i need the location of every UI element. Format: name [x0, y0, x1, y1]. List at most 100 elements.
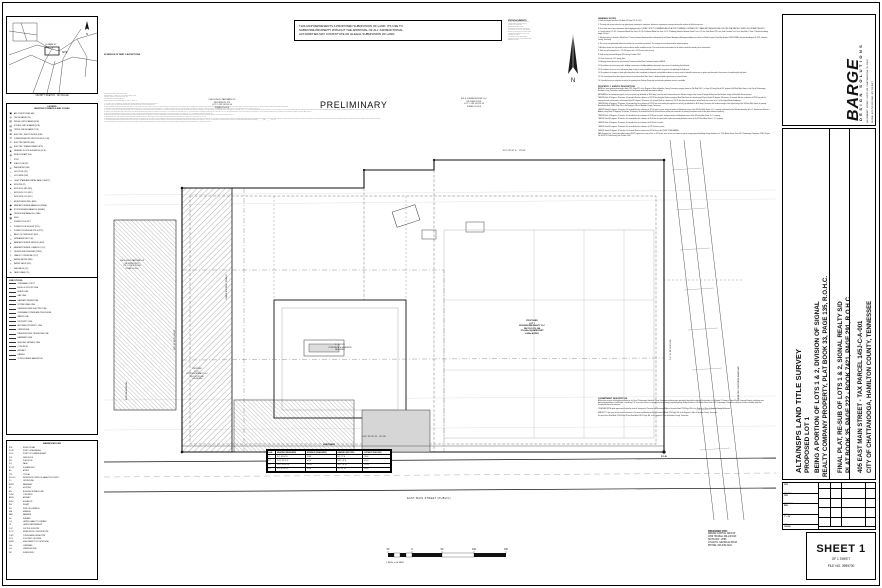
- abbreviation-row: MIN.MINIMUM: [7, 511, 97, 514]
- abbreviation-row: D.I.P.DUCTILE IRON PIPE: [7, 528, 97, 531]
- revision-field-value: JPM: [784, 484, 788, 486]
- revision-field-value: 10/2024: [784, 526, 791, 529]
- legend-symbol-icon: ⌾: [9, 250, 12, 254]
- legend-linetype-label: FENCE LINE: [17, 291, 29, 294]
- legend-symbol-icon: ◎: [9, 116, 12, 120]
- prepared-for-line: ATLANTA, GEORGIA 30318: [708, 542, 737, 544]
- general-note-item: 3. Prior to the start of any constructio…: [598, 28, 765, 30]
- property-survey-paragraph: THENCE South 87 degrees, 28 minutes, 00 …: [598, 119, 724, 121]
- legend-linetype-item: UNDERGROUND ELECTRIC LINE: [7, 307, 97, 311]
- legend-symbol-icon: ●: [9, 187, 12, 191]
- legend-item: ⊙ELECTRIC METER (EM): [7, 141, 97, 145]
- abbreviation-key: MIN.: [9, 510, 13, 513]
- line-table-cell: S 2° 32' 00" W: [275, 466, 307, 472]
- legend-linetype-swatch: [9, 342, 16, 344]
- encroachment-line: ALONG NORTHERN BOUNDARY: [508, 23, 528, 25]
- legend-item: ⌁POWER POLE W/LIGHT (PP-L): [7, 225, 97, 229]
- legend-item-label: POST: [13, 158, 19, 161]
- legend-linetype-label: UNDERGROUND TELEPHONE LINE: [17, 333, 49, 336]
- abbreviation-row: ESMT.EASEMENT: [7, 484, 97, 487]
- abbreviations-title: ABBREVIATIONS: [43, 443, 61, 445]
- map-label-street-south: EAST MAIN STREET (PUBLIC): [407, 497, 451, 500]
- legend-title-1: LEGEND: [47, 106, 57, 108]
- abbreviation-value: MAXIMUM: [23, 514, 32, 517]
- legend-item: ◓WATER VALVE (WV): [7, 262, 97, 266]
- property-survey-paragraph: THENCE North 02 degrees, 27 minutes, 00 …: [598, 115, 721, 117]
- legend-item: ▾SANITARY SEWER SERVICE (SSS): [7, 241, 97, 245]
- legend-item-label: POWER POLE W/LIGHT (PP-L): [13, 225, 41, 228]
- legend-linetype-item: ASPHALT: [7, 349, 97, 353]
- abbreviation-key: TYP.: [9, 473, 13, 476]
- legend-symbol-icon: ⌾: [9, 254, 12, 258]
- abbreviation-row: CONC.CONCRETE: [7, 494, 97, 497]
- abbreviation-row: ASPH.ASPHALT: [7, 497, 97, 500]
- revision-field-label: DRAWN BY: [784, 493, 792, 495]
- abbreviation-key: PG.: [9, 463, 12, 466]
- legend-symbol-icon: ◉: [9, 212, 12, 216]
- legend-symbol-icon: ◓: [9, 262, 12, 266]
- commitment-title: COMMITMENT DESCRIPTION: [598, 398, 628, 400]
- encroachment-line: ENCROACHES ONTO THE NORTHERN: [508, 31, 531, 33]
- abbreviation-value: ELEVATION: [23, 500, 33, 503]
- abbreviation-row: TYP.TYPICAL: [7, 474, 97, 477]
- abbreviation-key: INV.: [9, 504, 13, 507]
- general-note-item: 1. North orientation based on: Plat Book…: [598, 21, 643, 23]
- legend-item-label: GUY POLE (GP): [13, 171, 28, 174]
- svg-text:N: N: [86, 32, 88, 36]
- svg-text:N: N: [571, 78, 575, 82]
- legend-linetype-label: BUILDING SETBACK LINE: [17, 341, 40, 344]
- legend-symbol-icon: ⊞: [9, 133, 12, 137]
- legend-symbol-icon: ▣: [9, 112, 12, 116]
- legend-item-label: IRON PIPE OLD (IPO): [13, 196, 33, 199]
- svg-text:50: 50: [441, 548, 444, 551]
- schedule-b-line: COMMITMENT DATE: SEPTEMBER 15, 2024 AT 1…: [104, 100, 138, 102]
- map-label-building: 2 - STORY CONCRETE & MASONRY BUILDING: [328, 344, 352, 352]
- property-survey-paragraph: THENCE North 87 degrees, 28 minutes, 00 …: [598, 98, 766, 102]
- revision-cell: [866, 508, 876, 517]
- general-note-item: 9. Field survey performed: August 2024 t…: [598, 54, 641, 56]
- legend-symbol-icon: ⌁: [9, 229, 12, 233]
- scale-caption: 1 INCH = 50 FEET: [386, 562, 405, 564]
- abbreviation-key: N/F: [9, 507, 12, 510]
- legend-item-label: WATER VALVE (WV): [13, 263, 32, 266]
- legend-symbol-icon: ◉: [9, 204, 12, 208]
- abbreviation-value: NOW OR FORMERLY: [23, 507, 40, 510]
- legend-linetype-swatch: [9, 354, 16, 356]
- property-survey-paragraph: THENCE North 02 degrees, 32 minutes, 00 …: [598, 123, 664, 125]
- legend-item-label: ELECTRIC TRANSFORMER (ETF): [13, 146, 43, 149]
- revision-header-cell: DATE: [831, 483, 842, 488]
- map-bearing-south: N 87° 28' 00" W 227.98': [362, 436, 386, 438]
- legend-item-label: MONITORING WELL (MW): [13, 200, 37, 203]
- legend-symbol-icon: ○: [9, 191, 12, 195]
- abbreviation-key: ESMT.: [9, 483, 14, 486]
- abbreviation-key: R.O.H.C.: [9, 477, 16, 480]
- legend-item-label: SANITARY SEWER SERVICE (SSS): [13, 242, 45, 245]
- abbreviation-key: LLC: [9, 521, 13, 524]
- legend-item-label: TELEPHONE PEDESTAL (TPED): [13, 250, 42, 253]
- schedule-b-line: ISSUING AGENT: THE BARGE FIRM, LLC: [104, 97, 128, 99]
- abbreviation-row: D.B.DEED BOOK: [7, 457, 97, 460]
- legend-linetype-item: 12 INCH LARGE HARDWOOD: [7, 357, 97, 361]
- general-note-item: 10. Units of measure: U.S. Survey Feet.: [598, 58, 626, 60]
- abbreviation-row: R.C.P.REINFORCED CONCRETE PIPE: [7, 531, 97, 534]
- legend-panel: LEGEND MAPPING SYMBOLS AND CODES ▣AIR CO…: [6, 103, 98, 435]
- legend-symbol-icon: ▤: [9, 128, 12, 132]
- title-divider-2: [849, 129, 850, 479]
- statement-line-2: SUBDIVIDE PROPERTY WITHOUT THE APPROVAL …: [299, 28, 403, 33]
- abbreviation-value: LIMITED LIABILITY COMPANY: [23, 521, 47, 524]
- svg-text:50: 50: [387, 548, 390, 551]
- sheet-of-label: OF 1 SHEET: [831, 557, 851, 561]
- legend-symbol-icon: ●: [9, 183, 12, 187]
- general-note-item: 4. Current zoning: U.O.X.4. Commercial M…: [598, 32, 768, 36]
- abbreviation-key: O.H.: [9, 544, 13, 547]
- revision-field-value: RDH: [784, 505, 788, 508]
- svg-text:0: 0: [411, 548, 413, 551]
- svg-text:100: 100: [472, 548, 477, 551]
- legend-linetype-item: CONCRETE: [7, 345, 97, 349]
- legend-symbol-icon: ◍: [9, 153, 12, 157]
- legend-linetype-swatch: [9, 350, 16, 352]
- legend-symbol-icon: ○: [9, 170, 12, 174]
